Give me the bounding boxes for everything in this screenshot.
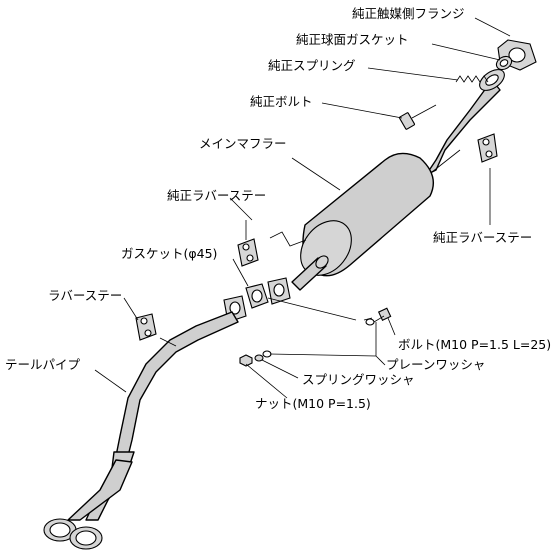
bolt-m10-part	[373, 307, 392, 323]
spherical-gasket	[495, 55, 513, 71]
plain-washer-part	[365, 318, 375, 326]
muffler-hanger-left	[269, 231, 307, 247]
leader-lines	[94, 17, 511, 399]
muffler-outlet-flange	[267, 277, 291, 305]
label-nut: ナット(M10 P=1.5)	[255, 396, 371, 411]
spring-part	[455, 75, 489, 83]
label-rubber-stay: ラバーステー	[48, 288, 122, 303]
labels: 純正触媒側フランジ 純正球面ガスケット 純正スプリング 純正ボルト メインマフラ…	[5, 6, 551, 411]
label-rubber-stay-oem-left: 純正ラバーステー	[167, 188, 266, 203]
main-muffler	[291, 152, 434, 291]
gasket-45-part	[245, 283, 269, 309]
rubber-stay-oem-right-part	[477, 133, 498, 163]
rubber-stay-oem-left-part	[237, 238, 259, 267]
label-spring-washer: スプリングワッシャ	[302, 372, 415, 387]
muffler-hanger-right	[431, 149, 461, 173]
oem-bolt	[398, 104, 437, 130]
tail-pipe-part	[43, 311, 239, 550]
label-spring: 純正スプリング	[268, 58, 356, 73]
label-tail-pipe: テールパイプ	[5, 357, 81, 372]
label-rubber-stay-oem-right: 純正ラバーステー	[433, 230, 532, 245]
tail-hanger	[159, 337, 177, 347]
front-pipe	[425, 79, 501, 176]
label-plain-washer: プレーンワッシャ	[386, 357, 485, 372]
label-cat-flange: 純正触媒側フランジ	[352, 6, 465, 21]
label-oem-bolt: 純正ボルト	[250, 94, 313, 109]
washers-nut-parts	[239, 350, 272, 367]
label-bolt-m10: ボルト(M10 P=1.5 L=25)	[398, 337, 551, 352]
front-flange	[479, 69, 505, 91]
label-main-muffler: メインマフラー	[199, 136, 287, 151]
label-gasket-45: ガスケット(φ45)	[121, 246, 217, 261]
label-sphere-gasket: 純正球面ガスケット	[296, 32, 409, 47]
rubber-stay-part	[135, 313, 157, 341]
